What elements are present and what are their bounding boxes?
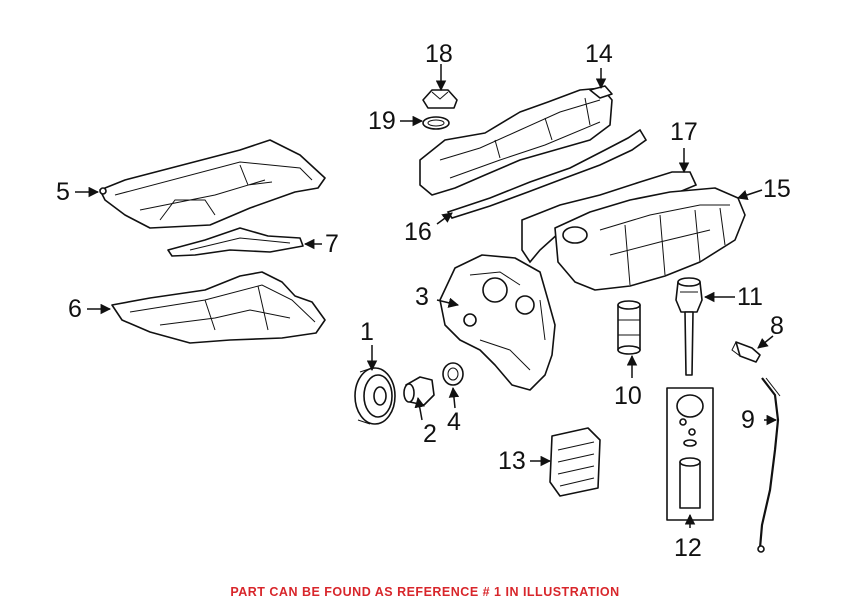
oil-pan-baffle: [167, 227, 304, 257]
leader-lines: [75, 64, 778, 528]
callout-10: 10: [614, 382, 642, 410]
crankshaft-pulley: [354, 367, 396, 425]
dipstick-tube: [757, 377, 781, 553]
callout-4: 4: [447, 408, 461, 436]
pulley-bolt: [403, 376, 435, 406]
oil-level-sensor: [731, 341, 761, 363]
oil-filler-cap: [422, 89, 458, 109]
valve-cover-gasket-left: [446, 128, 648, 219]
oil-filter: [617, 300, 641, 355]
callout-8: 8: [770, 312, 784, 340]
callout-12: 12: [674, 534, 702, 562]
valve-cover-right: [554, 187, 746, 291]
timing-cover: [439, 254, 556, 391]
filler-cap-seal: [422, 116, 450, 130]
filter-kit-box: [666, 387, 714, 521]
callout-11: 11: [737, 283, 763, 311]
callout-3: 3: [415, 283, 429, 311]
crankshaft-seal: [442, 362, 464, 386]
callout-13: 13: [498, 447, 526, 475]
callout-16: 16: [404, 218, 432, 246]
lower-oil-pan: [111, 271, 326, 344]
callout-5: 5: [56, 178, 70, 206]
oil-cooler: [549, 427, 601, 497]
callout-18: 18: [425, 40, 453, 68]
callout-14: 14: [585, 40, 613, 68]
callout-1: 1: [360, 318, 374, 346]
callout-19: 19: [368, 107, 396, 135]
upper-oil-pan: [99, 139, 326, 229]
callout-17: 17: [670, 118, 698, 146]
reference-caption: PART CAN BE FOUND AS REFERENCE # 1 IN IL…: [230, 585, 620, 599]
callout-15: 15: [763, 175, 791, 203]
callout-7: 7: [325, 230, 339, 258]
callout-6: 6: [68, 295, 82, 323]
oil-filter-housing: [675, 277, 703, 376]
callout-2: 2: [423, 420, 437, 448]
callout-9: 9: [741, 406, 755, 434]
